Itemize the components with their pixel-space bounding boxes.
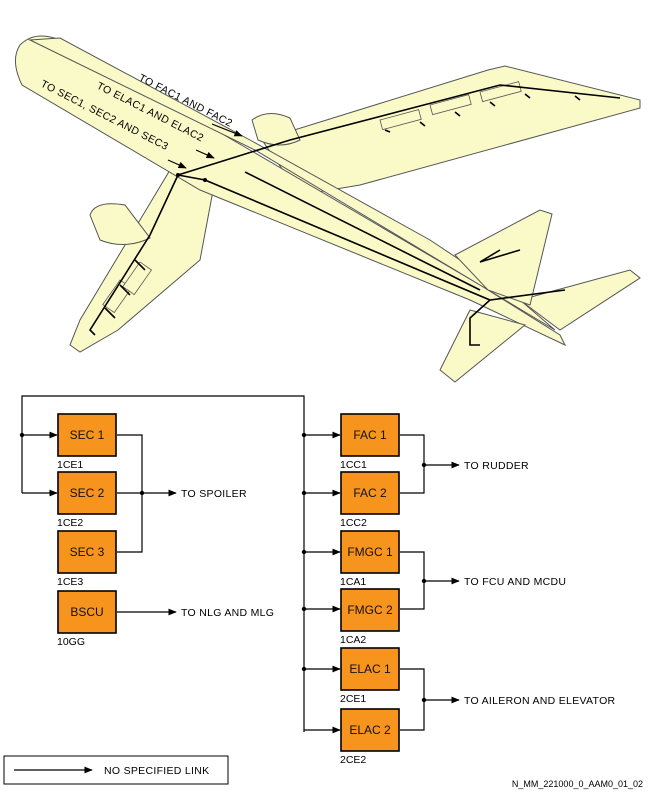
svg-text:SEC 2: SEC 2 [70, 486, 105, 500]
sec1-box: SEC 1 1CE1 [57, 413, 117, 471]
aircraft-vertical-fin [454, 209, 553, 306]
sec1-code: 1CE1 [57, 459, 83, 471]
sec2-box: SEC 2 1CE2 [57, 471, 117, 529]
aircraft-hstab-left [518, 269, 641, 331]
aircraft-left-wing [261, 65, 641, 196]
svg-text:SEC 3: SEC 3 [70, 545, 105, 559]
fac2-box: FAC 2 1CC2 [340, 471, 400, 529]
svg-text:ELAC 1: ELAC 1 [349, 662, 391, 676]
aircraft-wiring [88, 84, 621, 346]
dest-nlg-mlg: TO NLG AND MLG [181, 607, 274, 619]
aircraft-wiring-junctions [176, 173, 207, 182]
bus-line-top [21, 395, 305, 732]
fmgc1-box: FMGC 1 1CA1 [340, 530, 400, 588]
svg-text:FMGC 1: FMGC 1 [347, 545, 393, 559]
dest-fcu-mcdu: TO FCU AND MCDU [464, 576, 566, 588]
svg-text:FAC 2: FAC 2 [353, 486, 387, 500]
elac1-box: ELAC 1 2CE1 [340, 647, 400, 705]
svg-text:BSCU: BSCU [70, 605, 103, 619]
aircraft-illustration: TO FAC1 AND FAC2 TO ELAC1 AND ELAC2 TO S… [15, 35, 641, 383]
aircraft-engine-right [89, 203, 151, 245]
fac1-code: 1CC1 [340, 459, 367, 471]
sec3-code: 1CE3 [57, 576, 83, 588]
svg-text:FMGC 2: FMGC 2 [347, 603, 393, 617]
elac2-box: ELAC 2 2CE2 [340, 708, 400, 766]
block-diagram: SEC 1 1CE1 SEC 2 1CE2 SEC 3 1CE3 BSCU 10… [19, 395, 616, 766]
aircraft-engine-left [251, 113, 301, 146]
elac1-code: 2CE1 [340, 693, 366, 705]
aircraft-fuselage [15, 35, 567, 347]
dest-rudder: TO RUDDER [464, 460, 529, 472]
sec2-code: 1CE2 [57, 517, 83, 529]
aircraft-right-wing [69, 169, 216, 353]
fac2-code: 1CC2 [340, 517, 367, 529]
aircraft-hstab-right [439, 309, 527, 383]
bscu-box: BSCU 10GG [57, 590, 117, 648]
sec3-box: SEC 3 1CE3 [57, 530, 117, 588]
fmgc2-code: 1CA2 [340, 634, 366, 646]
figure-id: N_MM_221000_0_AAM0_01_02 [512, 779, 643, 789]
fac1-box: FAC 1 1CC1 [340, 413, 400, 471]
dest-spoiler: TO SPOILER [181, 488, 247, 500]
elac2-code: 2CE2 [340, 754, 366, 766]
legend-no-specified-link: NO SPECIFIED LINK [104, 765, 209, 777]
dest-aileron-elevator: TO AILERON AND ELEVATOR [464, 695, 616, 707]
fmgc2-box: FMGC 2 1CA2 [340, 588, 400, 646]
fmgc1-code: 1CA1 [340, 576, 366, 588]
svg-text:SEC 1: SEC 1 [70, 428, 105, 442]
svg-text:FAC 1: FAC 1 [353, 428, 387, 442]
bscu-code: 10GG [57, 636, 85, 648]
legend: NO SPECIFIED LINK [3, 755, 229, 785]
svg-text:ELAC 2: ELAC 2 [349, 723, 391, 737]
